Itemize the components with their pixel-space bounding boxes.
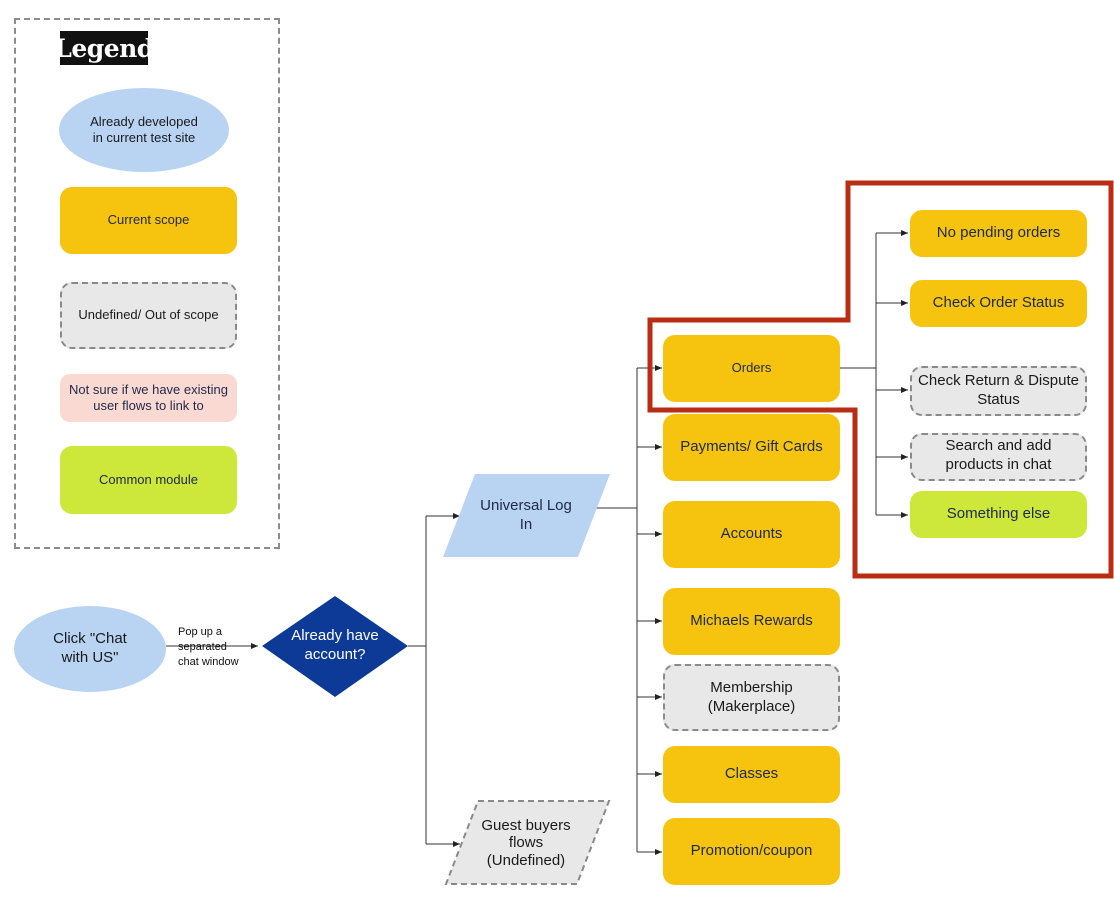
guest-parallelogram [444, 800, 611, 885]
scope-highlight-outline [647, 180, 1114, 579]
sub-no-pending-orders: No pending orders [910, 210, 1087, 257]
universal-login-label: Universal Log In [480, 497, 572, 533]
decision-diamond [262, 596, 408, 697]
branch-accounts: Accounts [663, 501, 840, 568]
branch-rewards: Michaels Rewards [663, 588, 840, 655]
legend-already-developed: Already developed in current test site [59, 88, 229, 172]
sub-check-return-dispute: Check Return & Dispute Status [910, 366, 1087, 416]
sub-search-add-products-label: Search and add products in chat [945, 437, 1052, 473]
legend-title: Legend [54, 31, 154, 65]
sub-something-else: Something else [910, 491, 1087, 538]
decision-label: Already have account? [291, 627, 379, 663]
sub-search-add-products: Search and add products in chat [910, 433, 1087, 481]
branch-membership: Membership (Makerplace) [663, 664, 840, 731]
legend-undefined: Undefined/ Out of scope [60, 282, 237, 349]
login-parallelogram [443, 474, 610, 557]
branch-orders: Orders [663, 335, 840, 402]
start-chat-with-us: Click "Chat with US" [14, 606, 166, 692]
popup-note: Pop up a separated chat window [178, 626, 239, 668]
branch-promotion: Promotion/coupon [663, 818, 840, 885]
branch-classes: Classes [663, 746, 840, 803]
guest-buyers-label: Guest buyers flows (Undefined) [481, 817, 571, 869]
legend-panel [14, 18, 280, 549]
legend-current-scope: Current scope [60, 187, 237, 254]
branch-payments: Payments/ Gift Cards [663, 414, 840, 481]
legend-common-module: Common module [60, 446, 237, 514]
sub-check-order-status: Check Order Status [910, 280, 1087, 327]
legend-not-sure: Not sure if we have existing user flows … [60, 374, 237, 422]
